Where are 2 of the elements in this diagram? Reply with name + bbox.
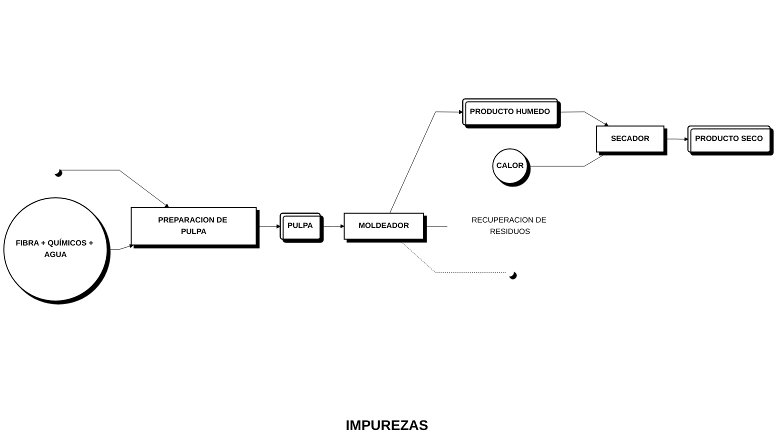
connector — [398, 238, 507, 273]
note-text: IMPUREZAS — [346, 417, 428, 433]
